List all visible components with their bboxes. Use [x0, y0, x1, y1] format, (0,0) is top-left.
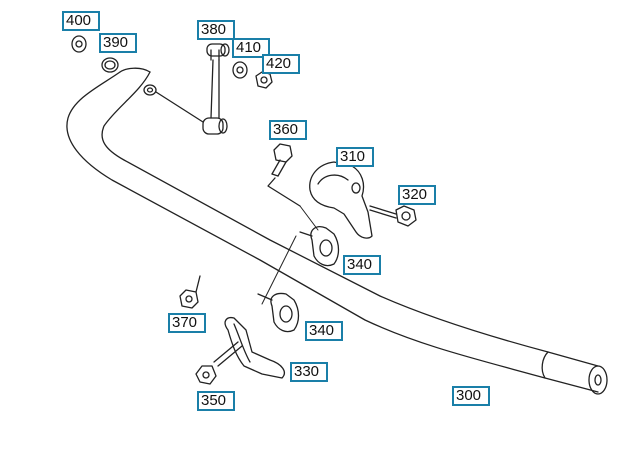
label-370[interactable]: 370: [168, 313, 206, 333]
leader-lines: [261, 205, 319, 305]
label-380[interactable]: 380: [197, 20, 235, 40]
label-420[interactable]: 420: [262, 54, 300, 74]
label-340-lower[interactable]: 340: [305, 321, 343, 341]
stabilizer-bar: [66, 67, 608, 395]
label-410[interactable]: 410: [232, 38, 270, 58]
link-rod: [155, 43, 273, 135]
label-320[interactable]: 320: [398, 185, 436, 205]
label-400[interactable]: 400: [62, 11, 100, 31]
nut-370: [179, 275, 201, 309]
bracket-310: [309, 161, 373, 239]
label-330[interactable]: 330: [290, 362, 328, 382]
label-300[interactable]: 300: [452, 386, 490, 406]
label-360[interactable]: 360: [269, 120, 307, 140]
clamp-330: [224, 316, 285, 379]
bushing-upper: [299, 226, 340, 267]
bolt-360: [267, 143, 301, 207]
bolt-350: [195, 341, 243, 385]
bolt-320: [369, 205, 417, 227]
washer-and-ring: [71, 35, 119, 73]
label-350[interactable]: 350: [197, 391, 235, 411]
label-340-upper[interactable]: 340: [343, 255, 381, 275]
label-390[interactable]: 390: [99, 33, 137, 53]
label-310[interactable]: 310: [336, 147, 374, 167]
